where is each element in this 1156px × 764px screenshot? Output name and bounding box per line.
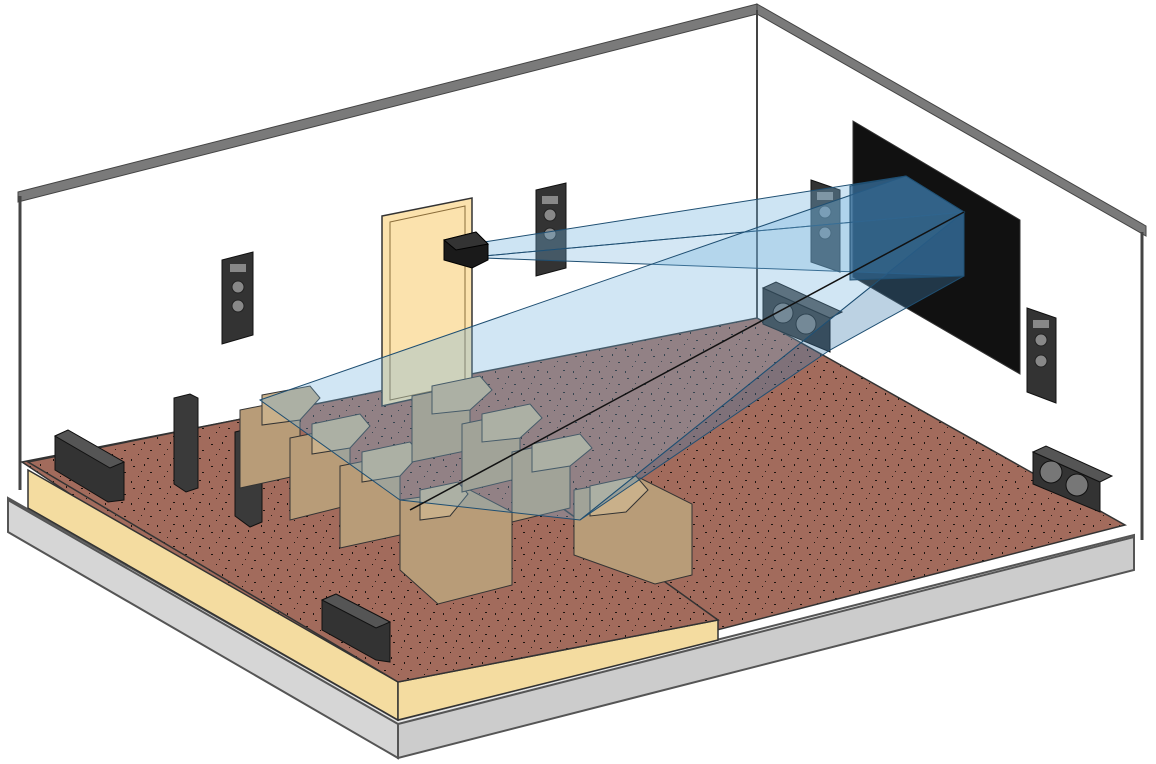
in-wall-speaker-icon [221,251,254,345]
recliner-seat-icon [411,375,493,463]
recliner-seat-icon [461,403,543,493]
recliner-seat-icon [399,481,513,605]
subwoofer-icon [1031,445,1114,513]
floor-speaker-icon [53,429,126,503]
projector-icon [442,231,490,269]
recliner-seat-icon [239,385,321,489]
in-wall-speaker-icon [810,179,841,273]
floor-speaker-icon [173,393,199,493]
recliner-seat-icon [289,413,371,521]
sightline [409,211,965,511]
projection-beams [258,175,966,521]
in-wall-speaker-icon [1026,307,1057,404]
seating [239,375,693,605]
recliner-seat-icon [339,441,421,549]
screen-beam-overlay [849,175,965,281]
slab-side-face [397,535,1135,760]
recliner-seat-icon [511,433,593,523]
subwoofers [761,281,1114,513]
floor-slab [7,496,1135,760]
in-wall-speakers [221,179,1057,404]
in-wall-speaker-icon [535,182,567,277]
subwoofer-icon [761,281,844,353]
floor-speaker-icon [320,593,392,663]
